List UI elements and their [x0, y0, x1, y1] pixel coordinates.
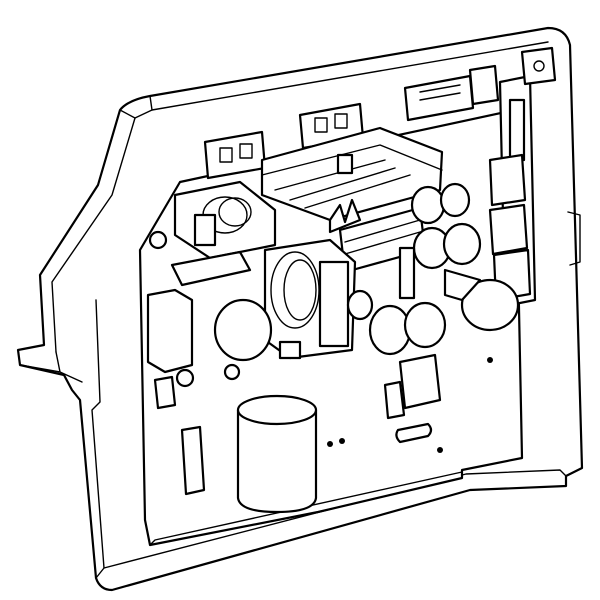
connector-column [488, 46, 557, 308]
connector [520, 46, 557, 86]
connector [488, 153, 527, 207]
capacitors [148, 182, 520, 388]
capacitor [368, 304, 412, 356]
transformer [263, 238, 357, 360]
capacitor [403, 301, 447, 349]
capacitor [442, 222, 482, 266]
connector [508, 98, 526, 162]
transformer [173, 180, 277, 260]
capacitor [410, 185, 446, 225]
relay [146, 288, 194, 374]
large-capacitor [236, 394, 318, 514]
capacitor [439, 182, 471, 218]
heatsink [260, 126, 444, 274]
connector [488, 203, 529, 256]
capacitor [460, 278, 520, 332]
capacitor [213, 298, 273, 362]
components [146, 246, 493, 496]
chip [398, 353, 442, 410]
capacitor [346, 289, 374, 321]
